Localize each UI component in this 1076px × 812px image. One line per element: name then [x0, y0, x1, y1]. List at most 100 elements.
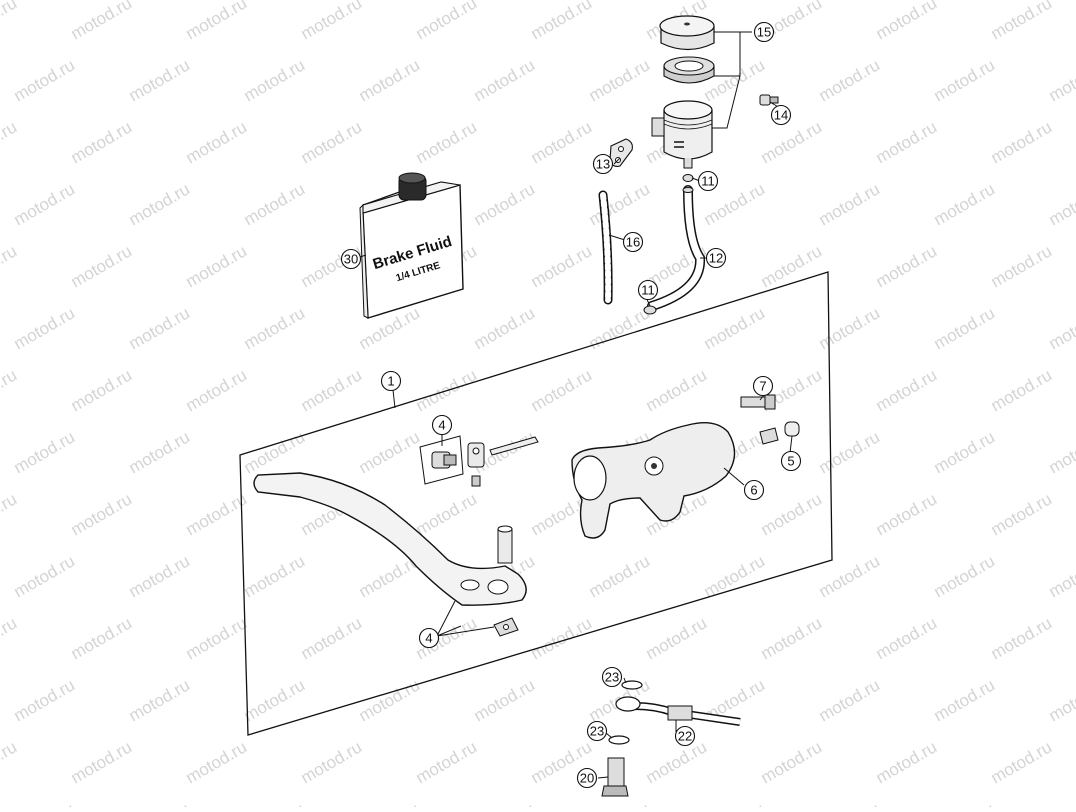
- watermark-text: motod.ru: [0, 0, 20, 43]
- watermark-text: motod.ru: [988, 241, 1056, 291]
- callout-number: 12: [709, 251, 723, 266]
- watermark-text: motod.ru: [586, 303, 654, 353]
- watermark-text: motod.ru: [758, 613, 826, 663]
- watermark-text: motod.ru: [356, 55, 424, 105]
- watermark-text: motod.ru: [931, 427, 999, 477]
- watermark-text: motod.ru: [126, 427, 194, 477]
- watermark-text: motod.ru: [241, 551, 309, 601]
- watermark-text: motod.ru: [816, 675, 884, 725]
- bleed-screw: [741, 395, 775, 409]
- watermark-text: motod.ru: [11, 179, 79, 229]
- watermark-text: motod.ru: [0, 489, 20, 539]
- watermark-text: motod.ru: [528, 241, 596, 291]
- callout-c30: 30: [342, 250, 361, 269]
- watermark-text: motod.ru: [126, 55, 194, 105]
- watermark-text: motod.ru: [11, 551, 79, 601]
- watermark-text: motod.ru: [931, 675, 999, 725]
- reservoir-screw: [760, 95, 778, 105]
- watermark-text: motod.ru: [758, 737, 826, 787]
- watermark-text: motod.ru: [873, 737, 941, 787]
- watermark-text: motod.ru: [68, 117, 136, 167]
- adjuster-pivot: [468, 443, 484, 486]
- watermark-text: motod.ru: [68, 0, 136, 43]
- reservoir-diaphragm: [664, 57, 714, 83]
- watermark-text: motod.ru: [931, 799, 999, 807]
- watermark-text: motod.ru: [241, 675, 309, 725]
- watermark-text: motod.ru: [68, 365, 136, 415]
- watermark-text: motod.ru: [816, 55, 884, 105]
- watermark-text: motod.ru: [816, 427, 884, 477]
- callout-c13: 13: [594, 155, 613, 174]
- callout-number: 13: [596, 157, 610, 172]
- watermark-text: motod.ru: [126, 799, 194, 807]
- watermark-text: motod.ru: [413, 117, 481, 167]
- callout-number: 7: [759, 379, 766, 394]
- callout-number: 23: [605, 670, 619, 685]
- watermark-text: motod.ru: [528, 365, 596, 415]
- watermark-text: motod.ru: [183, 737, 251, 787]
- watermark-text: motod.ru: [988, 365, 1056, 415]
- watermark-text: motod.ru: [643, 737, 711, 787]
- watermark-text: motod.ru: [413, 737, 481, 787]
- callout-number: 11: [641, 283, 655, 298]
- callout-c23b: 23: [588, 722, 607, 741]
- watermark-text: motod.ru: [0, 737, 20, 787]
- watermark-text: motod.ru: [413, 0, 481, 43]
- watermark-text: motod.ru: [0, 365, 20, 415]
- watermark-text: motod.ru: [1046, 551, 1076, 601]
- watermark-text: motod.ru: [183, 0, 251, 43]
- watermark-text: motod.ru: [643, 365, 711, 415]
- watermark-text: motod.ru: [586, 799, 654, 807]
- watermark-text: motod.ru: [931, 179, 999, 229]
- watermark-text: motod.ru: [356, 675, 424, 725]
- callout-number: 14: [774, 108, 788, 123]
- watermark-text: motod.ru: [298, 737, 366, 787]
- watermark-text: motod.ru: [988, 489, 1056, 539]
- watermark-text: motod.ru: [988, 117, 1056, 167]
- protective-spiral: [603, 195, 608, 300]
- watermark-text: motod.ru: [816, 799, 884, 807]
- watermark-text: motod.ru: [873, 241, 941, 291]
- watermark-text: motod.ru: [298, 0, 366, 43]
- watermark-text: motod.ru: [701, 551, 769, 601]
- washer-lower: [609, 736, 629, 744]
- callout-number: 20: [580, 771, 594, 786]
- watermark-text: motod.ru: [126, 551, 194, 601]
- watermark-text: motod.ru: [1046, 675, 1076, 725]
- watermark-text: motod.ru: [528, 117, 596, 167]
- callout-c14: 14: [772, 106, 791, 125]
- callout-c6: 6: [745, 481, 764, 500]
- watermark-text: motod.ru: [183, 117, 251, 167]
- reservoir-cap: [660, 16, 714, 50]
- callout-number: 1: [387, 374, 394, 389]
- watermark-text: motod.ru: [873, 489, 941, 539]
- watermark-text: motod.ru: [183, 613, 251, 663]
- watermark-text: motod.ru: [471, 55, 539, 105]
- watermark-text: motod.ru: [356, 427, 424, 477]
- watermark-text: motod.ru: [816, 179, 884, 229]
- callout-c23a: 23: [603, 668, 622, 687]
- callout-c4b: 4: [420, 629, 439, 648]
- hose-clamp-upper: [683, 175, 693, 182]
- watermark-text: motod.ru: [68, 241, 136, 291]
- watermark-text: motod.ru: [528, 613, 596, 663]
- brake-fluid-can: Brake Fluid 1/4 LITRE: [360, 173, 463, 318]
- watermark-text: motod.ru: [11, 675, 79, 725]
- watermark-text: motod.ru: [241, 179, 309, 229]
- reservoir-hose: [652, 188, 700, 307]
- callout-c7: 7: [754, 377, 773, 396]
- watermark-text: motod.ru: [241, 799, 309, 807]
- watermark-text: motod.ru: [873, 613, 941, 663]
- watermark-text: motod.ru: [183, 365, 251, 415]
- watermark-text: motod.ru: [183, 241, 251, 291]
- watermark-text: motod.ru: [586, 179, 654, 229]
- callout-c11b: 11: [639, 281, 658, 300]
- banjo-nipple: [760, 422, 799, 444]
- watermark-text: motod.ru: [816, 551, 884, 601]
- callout-c11a: 11: [699, 172, 718, 191]
- watermark-text: motod.ru: [241, 55, 309, 105]
- watermark-text: motod.ru: [471, 179, 539, 229]
- callout-number: 11: [701, 174, 715, 189]
